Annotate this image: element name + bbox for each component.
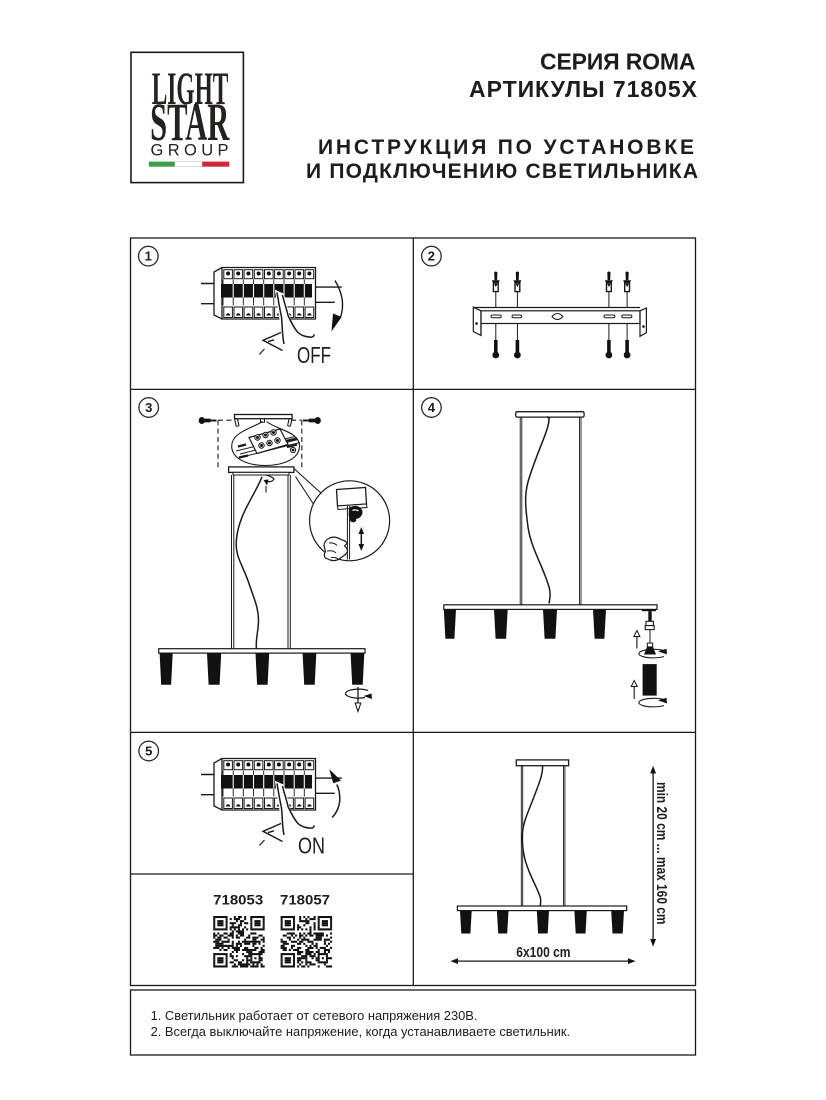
svg-text:3: 3 [145,400,152,415]
svg-text:1: 1 [145,249,152,264]
svg-text:И ПОДКЛЮЧЕНИЮ СВЕТИЛЬНИКА: И ПОДКЛЮЧЕНИЮ СВЕТИЛЬНИКА [306,160,698,183]
svg-text:ON: ON [298,833,325,859]
svg-text:6x100 cm: 6x100 cm [516,944,570,961]
svg-text:2. Всегда выключайте напряжени: 2. Всегда выключайте напряжение, когда у… [151,1024,571,1039]
svg-text:718053: 718053 [213,893,264,908]
svg-text:OFF: OFF [297,342,331,368]
svg-text:GROUP: GROUP [151,141,229,159]
svg-text:5: 5 [145,744,152,759]
svg-text:ИНСТРУКЦИЯ ПО УСТАНОВКЕ: ИНСТРУКЦИЯ ПО УСТАНОВКЕ [318,136,694,159]
svg-text:СЕРИЯ ROMA: СЕРИЯ ROMA [540,49,696,75]
svg-text:2: 2 [428,249,435,264]
svg-text:4: 4 [428,400,436,415]
svg-text:1. Светильник работает от сете: 1. Светильник работает от сетевого напря… [151,1008,478,1023]
svg-text:STAR: STAR [150,92,230,152]
svg-text:LIGHT: LIGHT [152,63,229,115]
svg-text:min 20 cm ... max 160 cm: min 20 cm ... max 160 cm [653,782,670,925]
svg-text:718057: 718057 [280,893,330,908]
svg-text:АРТИКУЛЫ 71805X: АРТИКУЛЫ 71805X [469,76,698,102]
